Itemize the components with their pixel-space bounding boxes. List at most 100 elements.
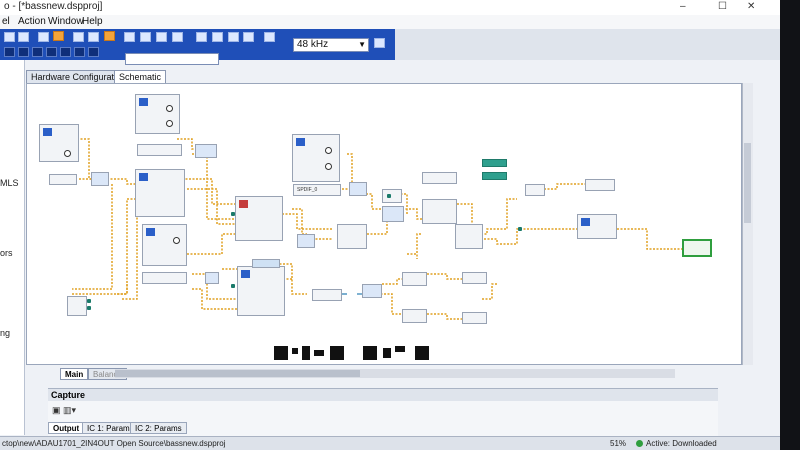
maximize-button[interactable]: ☐ [718, 1, 727, 12]
dsp-module-block[interactable] [577, 214, 617, 239]
dsp-module-block[interactable] [91, 172, 109, 186]
output-module-block[interactable] [482, 159, 507, 167]
dsp-module-block[interactable] [137, 144, 182, 156]
tool-icon[interactable] [46, 47, 57, 57]
dsp-module-block[interactable] [67, 296, 87, 316]
connection-pin[interactable] [387, 194, 391, 198]
dsp-module-block[interactable] [462, 312, 487, 324]
dsp-module-block[interactable] [349, 182, 367, 196]
connection-pin[interactable] [231, 284, 235, 288]
tab-main[interactable]: Main [60, 368, 89, 380]
menu-item-action[interactable]: Action [18, 16, 46, 27]
knob-icon[interactable] [325, 163, 332, 170]
output-module-block[interactable] [482, 172, 507, 180]
columns-icon[interactable]: ▥▾ [63, 405, 77, 415]
select-icon[interactable] [38, 32, 49, 42]
chevron-down-icon: ▼ [358, 40, 366, 49]
dsp-module-block[interactable] [135, 169, 185, 217]
dsp-module-block[interactable] [525, 184, 545, 196]
close-button[interactable]: ✕ [747, 1, 756, 12]
distribute-icon[interactable] [124, 32, 135, 42]
connection-pin[interactable] [87, 306, 91, 310]
title-bar: o - [*bassnew.dspproj] – ☐ ✕ [0, 0, 780, 15]
knob-icon[interactable] [173, 237, 180, 244]
dsp-module-block[interactable] [462, 272, 487, 284]
tool-icon[interactable] [88, 47, 99, 57]
dsp-module-block[interactable] [362, 284, 382, 298]
knob-icon[interactable] [325, 147, 332, 154]
capture-panel: Capture ▣ ▥▾ Output IC 1: Params IC 2: P… [48, 388, 718, 436]
label-icon[interactable] [172, 32, 183, 42]
scrollbar-thumb[interactable] [115, 370, 360, 377]
window-title: o - [*bassnew.dspproj] [4, 1, 103, 12]
tab-ic2-params[interactable]: IC 2: Params [130, 422, 187, 434]
undo-icon[interactable] [4, 32, 15, 42]
connection-pin[interactable] [87, 299, 91, 303]
schematic-canvas[interactable]: SPDIF_0 [26, 83, 742, 365]
dsp-module-block[interactable] [39, 124, 79, 162]
compile-icon[interactable] [228, 32, 239, 42]
app-window: o - [*bassnew.dspproj] – ☐ ✕ el Action W… [0, 0, 780, 450]
knob-icon[interactable] [166, 105, 173, 112]
dsp-module-block[interactable] [382, 206, 404, 222]
tab-output[interactable]: Output [48, 422, 85, 434]
grid-icon[interactable] [104, 31, 115, 41]
dsp-module-block[interactable] [312, 289, 342, 301]
redo-icon[interactable] [18, 32, 29, 42]
canvas-horizontal-scrollbar[interactable] [115, 369, 675, 378]
dsp-module-block[interactable] [455, 224, 483, 249]
hierarchy-icon[interactable] [264, 32, 275, 42]
canvas-vertical-scrollbar[interactable] [742, 83, 753, 365]
dsp-module-block[interactable] [142, 224, 187, 266]
dsp-module-block[interactable] [237, 266, 285, 316]
dsp-module-block[interactable] [585, 179, 615, 191]
dsp-module-block[interactable] [205, 272, 219, 284]
ungroup-icon[interactable] [156, 32, 167, 42]
dsp-module-block[interactable] [402, 272, 427, 286]
tool-icon[interactable] [74, 47, 85, 57]
menu-item-help[interactable]: Help [82, 16, 103, 27]
pointer-icon[interactable] [53, 31, 64, 41]
dsp-module-block[interactable] [235, 196, 283, 241]
dsp-module-block[interactable] [252, 259, 280, 268]
menu-item-window[interactable]: Window [48, 16, 84, 27]
block-label-spdif: SPDIF_0 [297, 187, 318, 193]
dsp-module-block[interactable] [337, 224, 367, 249]
tool-icon[interactable] [60, 47, 71, 57]
dsp-module-block[interactable] [49, 174, 77, 185]
sample-rate-value: 48 kHz [297, 39, 329, 50]
dsp-module-block[interactable] [382, 189, 402, 203]
align-center-icon[interactable] [88, 32, 99, 42]
dsp-module-block[interactable] [195, 144, 217, 158]
tool-icon[interactable] [32, 47, 43, 57]
knob-icon[interactable] [166, 120, 173, 127]
connection-pin[interactable] [518, 227, 522, 231]
dsp-module-block[interactable] [422, 199, 457, 224]
dsp-module-block[interactable] [402, 309, 427, 323]
dac-output-block[interactable] [682, 239, 712, 257]
dsp-module-block[interactable] [422, 172, 457, 184]
dsp-module-block[interactable] [135, 94, 180, 134]
group-icon[interactable] [140, 32, 151, 42]
settings-gear-icon[interactable] [374, 38, 385, 48]
dsp-module-block[interactable] [292, 134, 340, 182]
tool-icon[interactable] [4, 47, 15, 57]
dsp-module-block[interactable]: SPDIF_0 [293, 184, 341, 196]
scrollbar-thumb[interactable] [744, 143, 751, 223]
connection-pin[interactable] [231, 212, 235, 216]
knob-icon[interactable] [64, 150, 71, 157]
menu-item-file[interactable]: el [2, 16, 10, 27]
clear-icon[interactable]: ▣ [52, 405, 61, 415]
toolbar-combo[interactable] [125, 53, 219, 65]
align-left-icon[interactable] [73, 32, 84, 42]
dsp-module-block[interactable] [297, 234, 315, 248]
tab-schematic[interactable]: Schematic [114, 70, 167, 83]
link-compile-icon[interactable] [196, 32, 207, 42]
minimize-button[interactable]: – [680, 1, 686, 12]
save-icon[interactable] [243, 32, 254, 42]
toolbox-label: MLS [0, 178, 19, 188]
sample-rate-select[interactable]: 48 kHz ▼ [293, 38, 369, 52]
tool-icon[interactable] [18, 47, 29, 57]
dsp-module-block[interactable] [142, 272, 187, 284]
link-download-icon[interactable] [212, 32, 223, 42]
